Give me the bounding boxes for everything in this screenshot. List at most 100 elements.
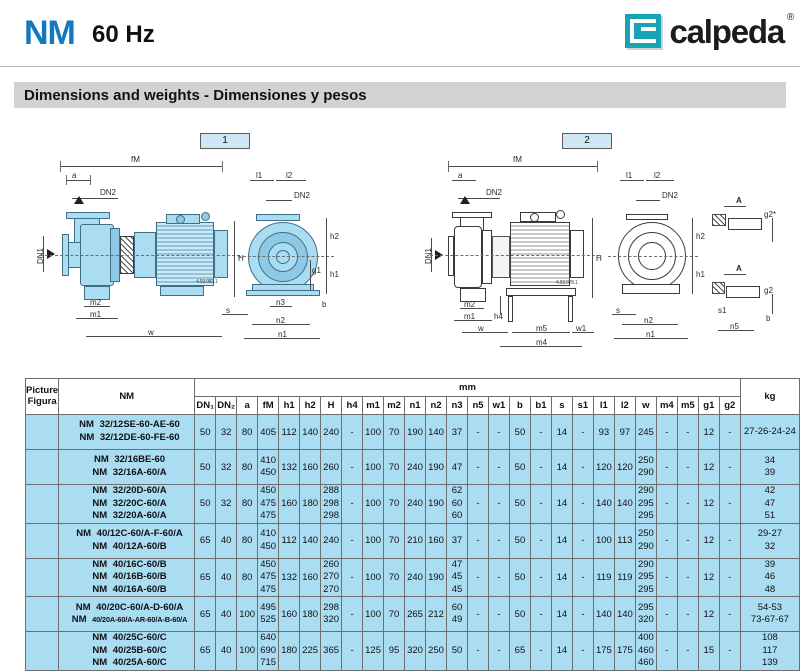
cell-dn1: 65 (194, 596, 217, 633)
model-code: 32/20C-60/A (112, 497, 167, 509)
cell-g1: 12 (697, 414, 720, 450)
cell-a: 80 (236, 557, 259, 598)
cell-m2: 70 (383, 484, 406, 524)
dim-h2-line-2 (692, 218, 693, 256)
cell-b: 50 (508, 449, 531, 485)
dim-label-l2: l2 (286, 171, 293, 180)
suction-flange-2 (448, 236, 454, 276)
dim-label-l2-2: l2 (654, 171, 661, 180)
dim-dn2-line (72, 198, 118, 199)
dim-h-line (234, 221, 235, 297)
cell-n3: 37 (446, 414, 468, 450)
detail-a-bottom-label: A (736, 264, 742, 273)
cell-m4: - (655, 449, 678, 485)
dim-label-n2-2: n2 (644, 316, 653, 325)
cell-h4: - (341, 484, 364, 524)
cell-a: 100 (236, 596, 259, 633)
cell-b1: - (529, 484, 552, 524)
model-name: NM 32/20C-60/A (59, 498, 194, 511)
column-header-s1: s1 (571, 396, 594, 415)
cell-b: 50 (508, 557, 531, 598)
flow-arrow-up-icon-2 (460, 196, 470, 204)
calpeda-logo-text: calpeda ® (670, 12, 795, 48)
dim-m1-line (76, 318, 118, 319)
dim-m5-line (512, 332, 570, 333)
header-group-mm: mm (194, 378, 741, 397)
dim-label-w: w (148, 328, 154, 337)
cell-n2: 250 (425, 631, 448, 671)
cell-s: 14 (550, 484, 573, 524)
model-code: 40/20C-60/A-D-60/A (96, 601, 184, 613)
column-header-w1: w1 (487, 396, 510, 415)
dim-m4-line (500, 346, 582, 347)
lifting-eye (201, 212, 210, 221)
model-prefix: NM (71, 614, 87, 626)
dim-n2-line-2 (622, 324, 678, 325)
dim-h2-line (326, 218, 327, 256)
model-code: 40/16C-60/B (112, 558, 167, 570)
cell-s: 14 (550, 631, 573, 671)
column-header-l2: l2 (613, 396, 636, 415)
cell-h1: 132 (278, 449, 301, 485)
cell-m2: 95 (383, 631, 406, 671)
cell-m2: 70 (383, 522, 406, 559)
dim-label-g2-star: g2* (764, 210, 777, 219)
dim-label-h1: h1 (330, 270, 339, 279)
cell-n3: 50 (446, 631, 468, 671)
model-code: 32/20A-60/A (112, 510, 167, 522)
model-prefix: NM (92, 571, 108, 583)
model-code: 40/16B-60/B (112, 571, 167, 583)
cell-m2: 70 (383, 596, 406, 633)
cell-a: 80 (236, 484, 259, 524)
cell-picture (24, 596, 60, 633)
dim-dn2-front-line-2 (636, 200, 660, 201)
cell-n1: 265 (404, 596, 427, 633)
pump-casing-2 (454, 226, 482, 288)
dim-g1-line (310, 260, 311, 290)
calpeda-logo-icon (624, 14, 661, 48)
frequency-label: 60 Hz (92, 21, 155, 48)
dim-w-line-2 (462, 332, 508, 333)
dim-l2-line (276, 180, 306, 181)
dim-label-s1: s1 (718, 306, 727, 315)
cell-n3: 37 (446, 522, 468, 559)
front-centerline-2 (608, 256, 698, 257)
column-header-n2: n2 (425, 396, 448, 415)
cell-g1: 15 (697, 631, 720, 671)
cell-n5: - (467, 557, 489, 598)
drawing-code-1: 4.93.083.1 (196, 279, 218, 285)
dim-l2-line-2 (646, 180, 674, 181)
dim-a-line-2 (452, 180, 476, 181)
cell-s1: - (571, 596, 594, 633)
model-prefix: NM (92, 497, 108, 509)
cell-h1: 112 (278, 414, 301, 450)
cell-m5: - (676, 596, 699, 633)
motor-body (156, 222, 214, 286)
cell-n5: - (467, 449, 489, 485)
detail-a-top-hatch (712, 214, 726, 226)
pump-foot (84, 286, 110, 300)
column-header-n5: n5 (467, 396, 489, 415)
cell-h4: - (341, 631, 364, 671)
technical-drawings: 1 fM a DN2 DN1 (0, 118, 800, 376)
cell-n2: 190 (425, 484, 448, 524)
dim-label-h: H (238, 254, 244, 263)
dim-label-w1: w1 (576, 324, 587, 333)
cell-n1: 240 (404, 449, 427, 485)
dim-n3-line (270, 306, 292, 307)
cell-h: 240 (320, 414, 343, 450)
tick (448, 161, 449, 172)
column-header-h4: h4 (341, 396, 364, 415)
column-header-fm: fM (257, 396, 280, 415)
dim-label-m5: m5 (536, 324, 548, 333)
